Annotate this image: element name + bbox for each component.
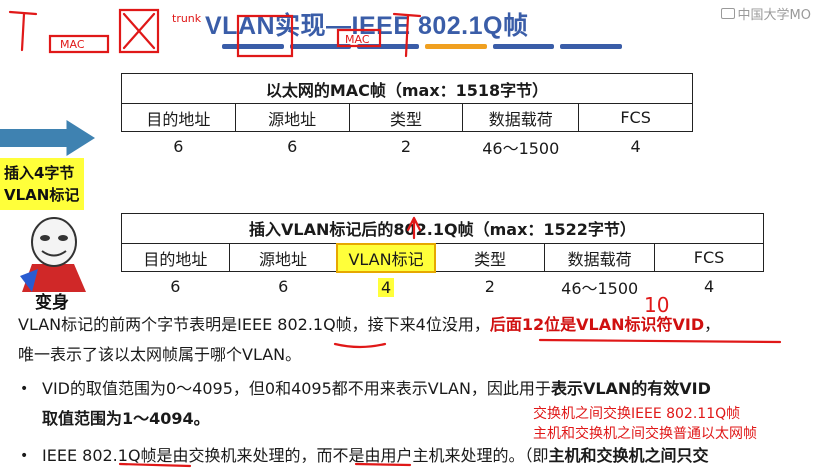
- title-bar-segment: [425, 44, 487, 49]
- ink-cross-box: [118, 8, 160, 54]
- vlan-header-type: 类型: [434, 243, 546, 272]
- ink-mac-box: [48, 34, 110, 54]
- meme-label: 变身: [35, 293, 69, 313]
- mac-value-src: 6: [287, 137, 298, 157]
- ink-mac-label: MAC: [60, 38, 85, 51]
- insert-arrow-icon: [0, 120, 95, 156]
- title-bar-segment: [289, 44, 352, 49]
- bullet2-line1: IEEE 802.1Q帧是由交换机来处理的，而不是由用户主机来处理的。（即主机和…: [42, 445, 709, 467]
- bullet2-emphasis: 主机和交换机之间只交: [548, 446, 709, 465]
- mac-value-fcs: 4: [630, 137, 641, 157]
- watermark-text: 中国大学MO: [737, 8, 811, 23]
- bullet1-line2: 取值范围为1～4094。: [42, 409, 210, 428]
- vlan-header-fcs: FCS: [654, 243, 764, 272]
- ink-underline-vid: [538, 338, 782, 344]
- mac-header-src: 源地址: [234, 103, 350, 132]
- body-line-1-emphasis: 后面12位是VLAN标识符VID: [489, 315, 705, 334]
- mac-header-dest: 目的地址: [121, 103, 236, 132]
- mac-value-payload: 46～1500: [482, 138, 560, 158]
- mooc-logo-icon: [720, 8, 735, 19]
- vlan-value-src: 6: [278, 277, 289, 297]
- insert-badge: 插入4字节 VLAN标记: [0, 158, 84, 210]
- mac-header-type: 类型: [348, 103, 464, 132]
- vlan-value-payload: 46～1500: [561, 278, 639, 298]
- bullet1-line1: VID的取值范围为0～4095，但0和4095都不用来表示VLAN，因此用于表示…: [42, 378, 711, 400]
- ink-trunk-label: trunk: [172, 12, 202, 25]
- vlan-header-src: 源地址: [228, 243, 338, 272]
- slide-title: VLAN实现—IEEE 802.1Q帧: [205, 12, 529, 40]
- bullet2-text-a: IEEE 802.1Q帧是由交换机来处理的，而不是由用户主机来处理的。（即: [42, 446, 549, 465]
- meme-face-icon: [20, 217, 86, 292]
- vlan-frame-caption: 插入VLAN标记后的802.1Q帧（max：1522字节）: [121, 213, 764, 244]
- body-line-2: 唯一表示了该以太网帧属于哪个VLAN。: [18, 345, 302, 364]
- body-line-1: VLAN标记的前两个字节表明是IEEE 802.1Q帧，接下来4位没用，后面12…: [18, 314, 720, 336]
- note-line-2: 主机和交换机之间交换普通以太网帧: [533, 426, 757, 442]
- vlan-header-dest: 目的地址: [121, 243, 230, 272]
- mac-header-payload: 数据载荷: [462, 103, 580, 132]
- mac-frame-table: 以太网的MAC帧（max：1518字节） 目的地址 源地址 类型 数据载荷 FC…: [121, 73, 693, 162]
- badge-line1: 插入4字节: [4, 164, 75, 182]
- mac-header-fcs: FCS: [578, 103, 693, 132]
- ink-underline-802: [333, 342, 387, 349]
- vlan-value-tag-cell: 4: [337, 272, 435, 302]
- body-line-1-a: VLAN标记的前两个字节表明是IEEE 802.1Q帧，接下来4位没用，: [18, 315, 490, 334]
- bullet-icon: •: [20, 381, 29, 397]
- body-line-1-c: ，: [704, 315, 721, 334]
- ink-bracket-left: [8, 10, 38, 52]
- badge-line2: VLAN标记: [4, 186, 80, 204]
- vlan-value-fcs: 4: [703, 277, 715, 297]
- title-bar-segment: [560, 44, 623, 49]
- vlan-frame-table: 插入VLAN标记后的802.1Q帧（max：1522字节） 目的地址 源地址 V…: [121, 213, 764, 302]
- note-line-1: 交换机之间交换IEEE 802.11Q帧: [533, 406, 741, 422]
- title-bar-segment: [222, 44, 284, 49]
- mac-value-type: 2: [400, 137, 412, 157]
- vlan-value-tag: 4: [377, 277, 395, 297]
- bullet-icon: •: [20, 448, 29, 464]
- bullet1-emphasis: 表示VLAN的有效VID: [550, 379, 711, 398]
- vlan-value-type: 2: [484, 277, 495, 297]
- vlan-value-dest: 6: [170, 277, 181, 297]
- vlan-header-tag: VLAN标记: [336, 242, 436, 273]
- watermark: 中国大学MO: [720, 4, 811, 23]
- mac-value-dest: 6: [173, 137, 184, 157]
- title-bar-segment: [357, 44, 420, 49]
- title-underline-bar: [222, 44, 623, 49]
- bullet1-text-a: VID的取值范围为0～4095，但0和4095都不用来表示VLAN，因此用于: [42, 379, 551, 398]
- vlan-header-payload: 数据载荷: [544, 243, 656, 272]
- title-bar-segment: [492, 44, 555, 49]
- mac-frame-caption: 以太网的MAC帧（max：1518字节）: [121, 73, 693, 104]
